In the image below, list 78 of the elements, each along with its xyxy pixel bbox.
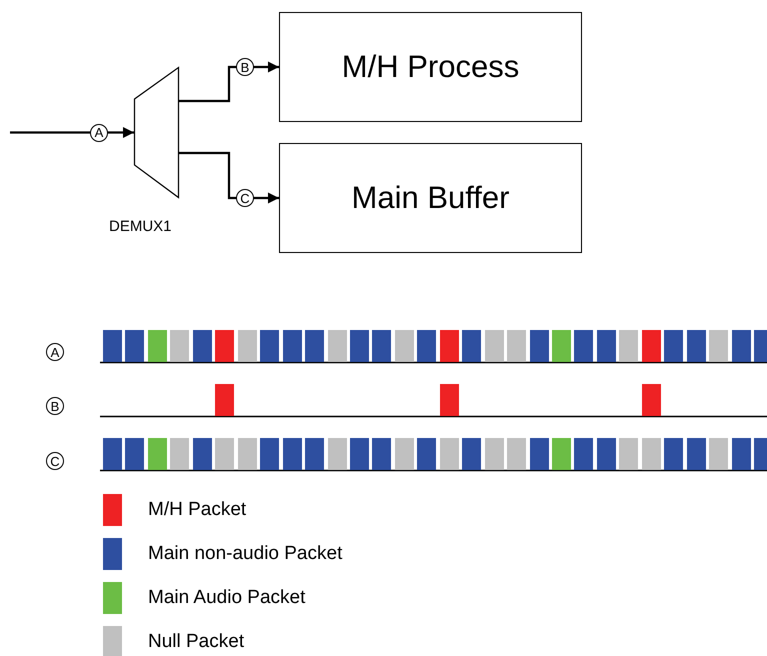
packet-bar <box>372 330 392 362</box>
packet-bar <box>372 438 392 470</box>
packet-bar <box>148 330 167 362</box>
packet-bar <box>148 438 167 470</box>
packet-bar <box>215 330 234 362</box>
packet-bar <box>619 330 638 362</box>
packet-bar <box>552 330 571 362</box>
packet-bar <box>552 438 571 470</box>
arrow <box>10 127 134 138</box>
packet-bar <box>260 330 280 362</box>
packet-bar <box>642 384 661 416</box>
packet-bar <box>192 330 212 362</box>
row-label: A <box>46 343 64 361</box>
packet-bar <box>305 330 324 362</box>
packet-bar <box>484 438 504 470</box>
packet-bar <box>596 330 616 362</box>
process-box: M/H Process <box>279 12 582 122</box>
packet-bar <box>394 438 414 470</box>
packet-bar <box>596 438 616 470</box>
packet-bar <box>103 438 122 470</box>
component-label: DEMUX1 <box>109 218 172 235</box>
packet-bar <box>238 330 257 362</box>
process-box: Main Buffer <box>279 143 582 253</box>
packet-bar <box>462 438 482 470</box>
packet-bar <box>664 438 684 470</box>
packet-bar <box>282 438 302 470</box>
packet-bar <box>462 330 482 362</box>
packet-bar <box>530 438 549 470</box>
packet-bar <box>484 330 504 362</box>
packet-bar <box>507 330 526 362</box>
arrow <box>179 62 279 102</box>
packet-bar <box>394 330 414 362</box>
packet-bar <box>686 330 706 362</box>
packet-bar <box>170 438 190 470</box>
legend-label: Main Audio Packet <box>148 587 306 609</box>
packet-bar <box>125 438 144 470</box>
packet-bar <box>642 438 661 470</box>
packet-bar <box>732 330 751 362</box>
packet-bar <box>192 438 212 470</box>
packet-bar <box>350 330 369 362</box>
packet-bar <box>642 330 661 362</box>
packet-bar <box>619 438 638 470</box>
packet-bar <box>103 330 122 362</box>
packet-bar <box>732 438 751 470</box>
edge-label: B <box>236 58 254 76</box>
packet-bar <box>686 438 706 470</box>
packet-bar <box>574 330 594 362</box>
edge-label: C <box>236 189 254 207</box>
packet-bar <box>350 438 369 470</box>
packet-bar <box>530 330 549 362</box>
packet-bar <box>260 438 280 470</box>
packet-bar <box>328 438 346 470</box>
packet-bar <box>440 384 459 416</box>
legend-label: Main non-audio Packet <box>148 543 342 565</box>
edge-label: A <box>90 124 108 142</box>
packet-bar <box>709 438 728 470</box>
packet-bar <box>440 330 459 362</box>
arrow <box>179 152 279 204</box>
row-label: B <box>46 397 64 415</box>
packet-bar <box>574 438 594 470</box>
packet-bar <box>305 438 324 470</box>
demux-symbol <box>134 67 179 198</box>
row-label: C <box>46 452 64 470</box>
packet-bar <box>215 384 234 416</box>
packet-bar <box>664 330 684 362</box>
packet-bar <box>709 330 728 362</box>
packet-bar <box>238 438 257 470</box>
legend-label: Null Packet <box>148 631 244 653</box>
packet-bar <box>417 330 436 362</box>
legend-label: M/H Packet <box>148 499 246 521</box>
packet-bar <box>282 330 302 362</box>
packet-bar <box>125 330 144 362</box>
packet-bar <box>328 330 346 362</box>
packet-bar <box>215 438 234 470</box>
packet-bar <box>170 330 190 362</box>
packet-bar <box>417 438 436 470</box>
packet-bar <box>440 438 459 470</box>
packet-bar <box>507 438 526 470</box>
